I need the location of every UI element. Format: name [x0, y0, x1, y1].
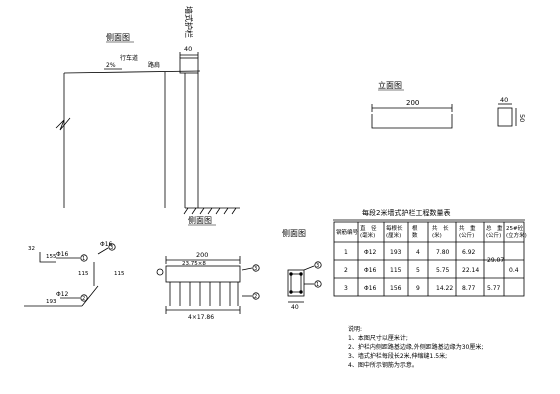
rebar-3-number: 3: [110, 245, 113, 251]
rebar-2-spec: Φ12: [56, 291, 69, 298]
section-outline: [287, 269, 305, 297]
rebar-1-number: 1: [82, 256, 85, 262]
rebar-2-tag: [80, 294, 88, 302]
table-cell: 4: [416, 249, 420, 256]
bottom-view-title: 侧面图: [188, 215, 212, 225]
table-cell: 9: [416, 285, 420, 292]
note-item-3: 3、墙式护栏每段长2米,伸缩缝1.5米;: [348, 353, 448, 360]
table-concrete: 0.4: [509, 267, 519, 274]
front-tag-a-number: 3: [254, 266, 257, 272]
break-symbol: [55, 117, 71, 131]
rebar-2-length: 193: [46, 299, 57, 305]
front-top-block: [165, 265, 241, 283]
table-cell: 5: [416, 267, 420, 274]
table-header-cell: 根数: [412, 224, 418, 239]
rebar-3-height-2: 115: [114, 271, 125, 277]
rebar-1-dim-b: 155: [46, 254, 57, 260]
table-header-cell: 总 重(公斤): [486, 224, 503, 239]
table-cell: Φ12: [364, 249, 377, 256]
front-length: 200: [196, 251, 208, 259]
table-cell: 193: [390, 249, 402, 256]
barrier-width-label: 40: [184, 45, 192, 53]
rebar-2-number: 2: [82, 296, 85, 302]
table-cell: 14.22: [436, 285, 453, 292]
elevation-length: 200: [406, 99, 419, 107]
road-surface: [63, 70, 201, 74]
quantity-table-grid: [333, 219, 525, 297]
section-tag-a-number: 3: [316, 263, 319, 269]
front-view: [156, 256, 260, 314]
elevation-view: [371, 103, 517, 129]
section-height: 50: [518, 114, 526, 122]
side-view: [55, 52, 240, 215]
note-item-1: 1、本图尺寸以厘米计;: [348, 335, 408, 342]
table-total-weight: 29.07: [487, 257, 504, 264]
note-item-4: 4、图中所示钢筋为示意。: [348, 362, 418, 369]
rebar-1-dim-a: 32: [28, 246, 35, 252]
barrier-block: [179, 57, 199, 74]
slope-label: 2%: [106, 62, 116, 69]
table-header-cell: 每根长(厘米): [386, 224, 403, 239]
table-header-cell: 钢筋编号: [336, 228, 359, 236]
notes-heading: 说明:: [348, 326, 363, 333]
shoulder-label: 路肩: [148, 61, 160, 69]
table-header: 钢筋编号 直 径(毫米) 每根长(厘米) 根数 共 长(米) 共 重(公斤) 总…: [336, 224, 527, 239]
wall-barrier-label: 墙式护栏: [184, 6, 194, 38]
rebar-3-height: 115: [78, 271, 89, 277]
table-last-weight: 5.77: [487, 285, 501, 292]
table-cell: 1: [344, 249, 348, 256]
table-cell: 156: [390, 285, 402, 292]
table-cell: 2: [344, 267, 348, 274]
section-tag-b-number: 1: [316, 282, 319, 288]
table-cell: 22.14: [462, 267, 479, 274]
table-header-cell: 共 重(公斤): [459, 224, 476, 239]
rebar-3-spec: Φ16: [100, 241, 113, 248]
table-cell: 8.77: [462, 285, 476, 292]
ground-hatch: [183, 207, 237, 215]
table-title: 每段2米墙式护栏工程数量表: [362, 208, 450, 217]
front-stirrups: [169, 282, 239, 306]
table-header-cell: 直 径(毫米): [360, 224, 377, 239]
front-tag-b: [252, 292, 260, 300]
front-tag-a: [252, 264, 260, 272]
note-item-2: 2、护栏内侧距路基边缘,外侧距路基边缘为30厘米;: [348, 344, 484, 351]
table-cell: 6.92: [462, 249, 476, 256]
front-spacing-top: 23.75×8: [182, 261, 206, 267]
section-rect: [497, 107, 513, 127]
section-dim: 40: [291, 304, 299, 311]
rebar-1: [39, 252, 56, 263]
table-cell: Φ16: [364, 267, 377, 274]
rebar-1-spec: Φ16: [56, 251, 69, 258]
front-spacing-bottom: 4×17.86: [188, 314, 214, 321]
section-tag-a: [314, 261, 322, 269]
cross-section: [287, 261, 322, 303]
table-cell: 3: [344, 285, 348, 292]
rebar-1-tag: [80, 254, 88, 262]
cross-section-title: 侧面图: [282, 228, 306, 238]
table-header-cell: 25#砼(立方米): [506, 224, 527, 239]
lane-label: 行车道: [120, 54, 138, 62]
section-width: 40: [500, 96, 508, 104]
table-cell: 7.80: [436, 249, 450, 256]
side-view-title: 侧面图: [106, 32, 130, 42]
table-header-cell: 共 长(米): [432, 224, 449, 239]
rebar-3-tag: [108, 243, 116, 251]
elevation-outline: [371, 114, 453, 129]
rebar-details: [24, 243, 116, 307]
table-body: 1 Φ12 193 4 7.80 6.92 2 Φ16 115 5 5.75 2…: [344, 249, 519, 292]
notes-block: 说明: 1、本图尺寸以厘米计; 2、护栏内侧距路基边缘,外侧距路基边缘为30厘米…: [348, 325, 548, 370]
table-cell: 115: [390, 267, 402, 274]
table-cell: Φ16: [364, 285, 377, 292]
table-cell: 5.75: [436, 267, 450, 274]
section-tag-b: [314, 280, 322, 288]
front-tag-b-number: 2: [254, 294, 257, 300]
elevation-title: 立面图: [378, 80, 402, 90]
